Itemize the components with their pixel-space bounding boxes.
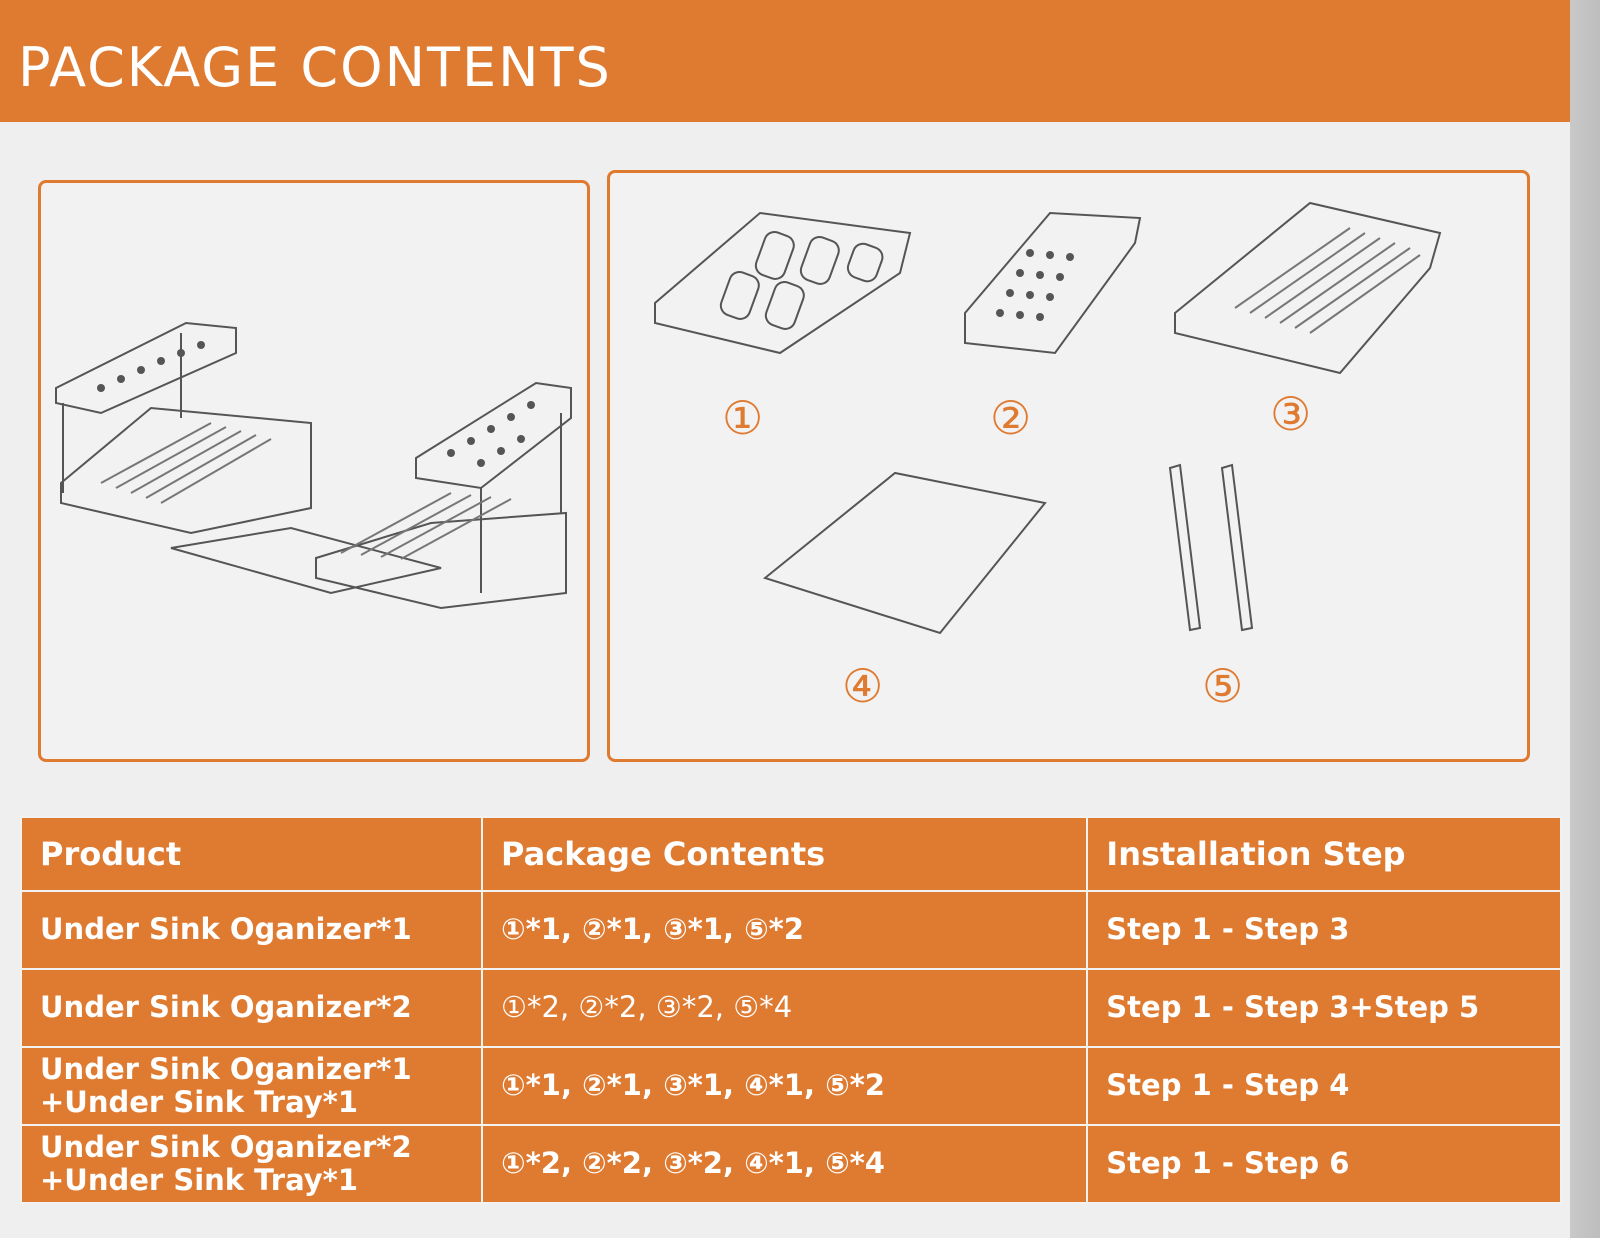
part-4-drawing [762, 471, 1047, 635]
part-1-label: ① [722, 391, 764, 445]
table-header-row: Product Package Contents Installation St… [19, 816, 1562, 892]
product-cell: Under Sink Oganizer*1+Under Sink Tray*1 [19, 1046, 484, 1126]
part-1-drawing [654, 211, 912, 355]
contents-cell: ①*2, ②*2, ③*2, ④*1, ⑤*4 [481, 1124, 1089, 1204]
product-cell: Under Sink Oganizer*1 [19, 890, 484, 970]
step-cell: Step 1 - Step 4 [1086, 1046, 1562, 1126]
part-3-drawing [1174, 201, 1442, 375]
page-edge-shadow [1570, 0, 1600, 1238]
assembled-illustration-panel [38, 180, 590, 762]
parts-panel: ① ② ③ ④ ⑤ [607, 170, 1530, 762]
header-package-contents: Package Contents [481, 816, 1089, 892]
part-5-drawing-right [1220, 463, 1254, 632]
step-cell: Step 1 - Step 3+Step 5 [1086, 968, 1562, 1048]
contents-cell: ①*2, ②*2, ③*2, ⑤*4 [481, 968, 1089, 1048]
part-2-label: ② [990, 391, 1032, 445]
table-row: Under Sink Oganizer*2+Under Sink Tray*1 … [19, 1124, 1562, 1204]
header-banner: PACKAGE CONTENTS [0, 0, 1570, 122]
part-4-label: ④ [842, 659, 884, 713]
step-cell: Step 1 - Step 3 [1086, 890, 1562, 970]
part-5-drawing-left [1168, 463, 1202, 632]
header-product: Product [19, 816, 484, 892]
table-row: Under Sink Oganizer*2 ①*2, ②*2, ③*2, ⑤*4… [19, 968, 1562, 1048]
table-row: Under Sink Oganizer*1 ①*1, ②*1, ③*1, ⑤*2… [19, 890, 1562, 970]
parts-illustrations [654, 201, 1442, 635]
product-cell: Under Sink Oganizer*2 [19, 968, 484, 1048]
table-row: Under Sink Oganizer*1+Under Sink Tray*1 … [19, 1046, 1562, 1126]
part-5-label: ⑤ [1202, 659, 1244, 713]
step-cell: Step 1 - Step 6 [1086, 1124, 1562, 1204]
package-contents-table: Product Package Contents Installation St… [19, 816, 1562, 1204]
header-installation-step: Installation Step [1086, 816, 1562, 892]
product-cell: Under Sink Oganizer*2+Under Sink Tray*1 [19, 1124, 484, 1204]
contents-cell: ①*1, ②*1, ③*1, ④*1, ⑤*2 [481, 1046, 1089, 1126]
part-2-drawing [964, 211, 1142, 355]
assembled-organizer-illustration [55, 321, 572, 610]
contents-cell: ①*1, ②*1, ③*1, ⑤*2 [481, 890, 1089, 970]
part-3-label: ③ [1270, 387, 1312, 441]
page-title: PACKAGE CONTENTS [18, 36, 612, 99]
